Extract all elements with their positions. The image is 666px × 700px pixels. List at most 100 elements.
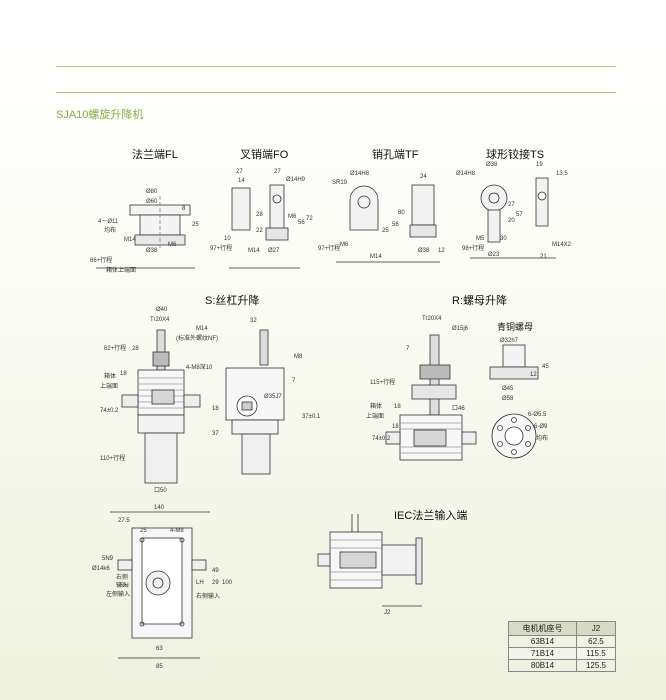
- plan-dim-12: 右侧输入: [196, 592, 220, 600]
- table-cell: 62.5: [575, 635, 617, 648]
- title-rule: [56, 92, 616, 93]
- ts-dim-5: 27: [508, 202, 515, 208]
- tf-dim-2: Ø14H8: [350, 171, 370, 177]
- table-cell: 63B14: [508, 635, 577, 648]
- section-title: SJA10螺旋升降机: [56, 109, 144, 121]
- fo-dim-6: 22: [256, 228, 263, 234]
- ts-dim-12: 21: [540, 254, 547, 260]
- s-dim-12: 18: [212, 406, 219, 412]
- tf-dim-4: 25: [382, 228, 389, 234]
- s-dim-8: 18: [120, 371, 127, 377]
- s-dim-16: 37±0.1: [302, 414, 321, 420]
- ts-dim-4: Ø14H8: [456, 171, 476, 177]
- top-rule: [56, 66, 616, 67]
- table-cell: 125.5: [575, 659, 617, 672]
- table-cell: 80B14: [508, 659, 577, 672]
- table-row: 63B14 62.5: [508, 635, 617, 648]
- s-dim-5: 4-M8深10: [186, 363, 213, 371]
- fl-drawing: [96, 196, 195, 269]
- nut-dim-4: Ø45: [502, 386, 514, 392]
- table-cell: 115.5: [575, 647, 617, 660]
- fo-drawing: [229, 184, 300, 269]
- ts-drawing: [470, 177, 556, 259]
- fl-dim-7: Ø38: [146, 248, 158, 254]
- plan-dim-5: Ø14k6: [92, 566, 110, 572]
- fo-dim-8: M6: [288, 214, 297, 220]
- r-dim-8: 18: [392, 424, 399, 430]
- plan-view: [110, 511, 210, 659]
- fo-title: 叉销端FO: [240, 149, 289, 161]
- table-header-j2: J2: [575, 621, 617, 636]
- fl-travel: 66+行程: [90, 256, 112, 264]
- fo-travel: 97+行程: [210, 244, 232, 252]
- s-dim-3: M14: [196, 326, 208, 332]
- fl-title: 法兰端FL: [132, 149, 178, 161]
- ts-dim-11: M14X2: [552, 242, 572, 248]
- tf-dim-7: M6: [340, 242, 349, 248]
- fo-dim-9: 56: [298, 220, 305, 226]
- r-lift-drawing: [385, 334, 477, 461]
- iec-dim-1: J2: [384, 610, 391, 616]
- s-dim-2: Tr20X4: [150, 317, 170, 323]
- nut-dim-6: 6-Ø5.5: [528, 412, 547, 418]
- bronze-nut-drawing: [489, 344, 539, 459]
- s-label-2: 上端面: [100, 382, 118, 390]
- plan-dim-9: 左侧输入: [106, 590, 130, 598]
- r-lift-title: R:螺母升降: [452, 295, 507, 307]
- nut-dim-7: 6-Ø9: [534, 424, 548, 430]
- tf-title: 销孔端TF: [372, 149, 419, 161]
- motor-frame-table: 电机机座号 J2 63B14 62.5 71B14 115.5 80B14 12…: [508, 621, 617, 672]
- plan-dim-16: 63: [156, 646, 163, 652]
- plan-dim-13: 49: [212, 568, 219, 574]
- fl-dim-1: Ø80: [146, 189, 158, 195]
- tf-drawing: [336, 184, 440, 263]
- plan-dim-6: 5N9: [102, 556, 114, 562]
- table-row: 80B14 125.5: [508, 659, 617, 672]
- tf-dim-1: SR19: [332, 180, 348, 186]
- s-dim-14: 37: [212, 431, 219, 437]
- fo-dim-1: 27: [236, 169, 243, 175]
- nut-dim-3: 45: [542, 364, 549, 370]
- ts-dim-7: 57: [516, 212, 523, 218]
- ts-dim-6: 20: [508, 218, 515, 224]
- iec-drawing: [317, 514, 423, 607]
- fl-dim-5: 均布: [104, 226, 116, 234]
- plan-dim-4: 4-M8: [170, 528, 184, 534]
- fo-dim-2: 27: [274, 169, 281, 175]
- nut-title: 青铜螺母: [497, 322, 534, 332]
- s-dim-1: Ø40: [156, 307, 168, 313]
- r-dim-5: 18: [394, 404, 401, 410]
- r-dim-6: 口46: [452, 405, 465, 412]
- s-lift-front: [121, 329, 201, 484]
- table-cell: 71B14: [508, 647, 577, 660]
- s-dim-13: 74±0.2: [100, 408, 119, 414]
- ts-dim-1: Ø38: [486, 162, 498, 168]
- plan-dim-1: 140: [154, 505, 165, 511]
- s-label-1: 箱体: [104, 372, 116, 380]
- s-lift-title: S:丝杠升降: [205, 295, 260, 307]
- r-dim-2: Ø15j6: [452, 326, 469, 332]
- ts-dim-3: 13.5: [556, 171, 568, 177]
- r-dim-1: Tr20X4: [422, 316, 442, 322]
- ts-title: 球形铰接TS: [486, 149, 545, 161]
- s-dim-4: (标准外螺纹NF): [176, 334, 218, 342]
- nut-dim-2: 12: [530, 372, 537, 378]
- fo-dim-10: 72: [306, 216, 313, 222]
- iec-title: IEC法兰输入端: [394, 510, 468, 522]
- ts-dim-9: 30: [500, 236, 507, 242]
- plan-dim-8: 输入: [116, 581, 128, 589]
- ts-travel: 98+行程: [462, 244, 484, 252]
- plan-dim-3: 25: [140, 528, 147, 534]
- tf-dim-3: 24: [420, 174, 427, 180]
- nut-dim-5: Ø58: [502, 396, 514, 402]
- tf-dim-5: 56: [392, 222, 399, 228]
- s-dim-10: M8: [294, 354, 303, 360]
- r-label-1: 箱体: [370, 402, 382, 410]
- r-dim-7: 74±0.2: [372, 436, 391, 442]
- plan-dim-15: 100: [222, 580, 233, 586]
- fl-dim-4: 4－Ø11: [98, 219, 119, 225]
- plan-dim-17: 85: [156, 664, 163, 670]
- table-header-frame: 电机机座号: [508, 621, 577, 636]
- s-dim-15: Ø35J7: [264, 394, 282, 400]
- s-lift-side: [225, 329, 285, 475]
